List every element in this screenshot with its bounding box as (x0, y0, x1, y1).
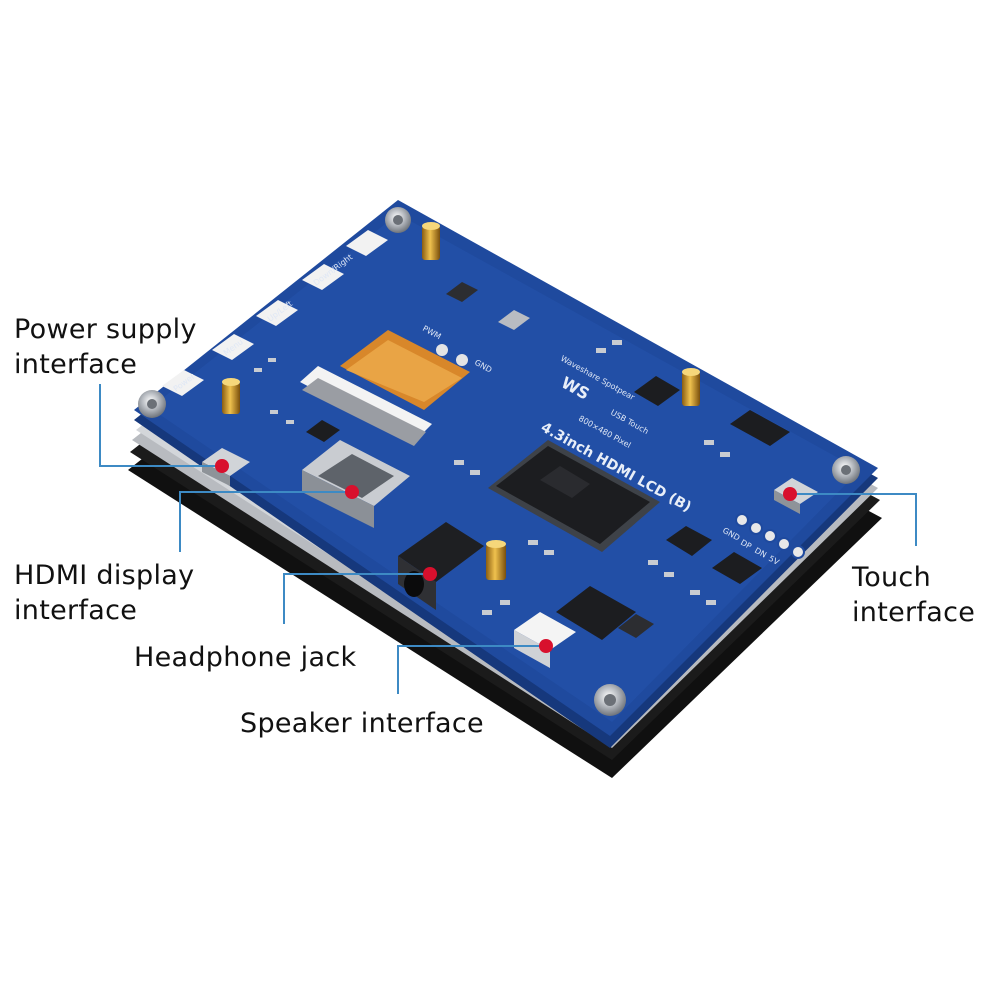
marker-headphone (423, 567, 437, 581)
brass-standoffs (222, 222, 700, 580)
leader-headphone (283, 573, 430, 624)
pad-gnd (456, 354, 468, 366)
jack-socket (404, 571, 424, 597)
leader-power (99, 384, 222, 467)
smd-8 (664, 572, 674, 577)
ic-edge (730, 410, 790, 446)
smd-7 (648, 560, 658, 565)
usb-touch-front (774, 490, 800, 514)
speaker-header (514, 612, 576, 650)
header-down (302, 264, 344, 290)
pin-hole-5 (791, 545, 805, 559)
brass-1 (422, 226, 440, 260)
label-hdmi-display-interface: HDMI display interface (14, 560, 195, 626)
brass-4-top (486, 540, 506, 548)
smd-12 (500, 600, 510, 605)
marker-power (215, 459, 229, 473)
brass-3 (682, 372, 700, 406)
ic-audio (556, 586, 636, 640)
smd-13 (596, 348, 606, 353)
brass-1-top (422, 222, 440, 230)
standoffs (138, 207, 860, 716)
smd-11 (482, 610, 492, 615)
marker-hdmi (345, 485, 359, 499)
small-ics (306, 282, 790, 640)
smd-5 (528, 540, 538, 545)
label-headphone-jack: Headphone jack (134, 642, 357, 673)
brass-2 (222, 382, 240, 414)
standoff-right-hole (841, 465, 851, 475)
pad-pwm (436, 344, 448, 356)
marker-touch (783, 487, 797, 501)
inductor-2 (446, 282, 478, 302)
fpc-socket-shadow (302, 378, 426, 446)
speaker-connector (514, 612, 576, 668)
smd-10 (706, 600, 716, 605)
label-power-supply-interface: Power supply interface (14, 314, 197, 380)
smd-14 (612, 340, 622, 345)
brass-2-top (222, 378, 240, 386)
chip-logo (540, 466, 590, 498)
header-power (162, 370, 204, 396)
brass-3-top (682, 368, 700, 376)
header-menu (212, 334, 254, 360)
smd-2 (286, 420, 294, 424)
standoff-left-hole (147, 399, 157, 409)
smd-4 (470, 470, 480, 475)
smd-15 (704, 440, 714, 445)
inductor-3 (618, 614, 654, 638)
ic-small-3 (306, 420, 340, 442)
ic-touch (712, 552, 762, 584)
smd-9 (690, 590, 700, 595)
fpc-ribbon (300, 330, 470, 446)
speaker-header-front (514, 630, 550, 668)
pin-hole-1 (735, 513, 749, 527)
leader-lines (99, 384, 917, 694)
hdmi-front (302, 470, 374, 528)
markers (215, 459, 797, 653)
leader-touch (790, 493, 917, 546)
smd-6 (544, 550, 554, 555)
header-up (256, 300, 298, 326)
main-chip (488, 440, 660, 552)
smd-1 (270, 410, 278, 414)
headphone-jack (398, 522, 484, 610)
hdmi-port (302, 440, 410, 528)
pin-header (735, 513, 805, 559)
smd-16 (720, 452, 730, 457)
inductor (498, 310, 530, 330)
brass-4 (486, 544, 506, 580)
test-pads (436, 344, 468, 366)
ribbon-highlight (346, 340, 462, 402)
leader-speaker (397, 645, 546, 694)
smd-3 (454, 460, 464, 465)
marker-speaker (539, 639, 553, 653)
hdmi-opening (318, 454, 394, 498)
pin-hole-3 (763, 529, 777, 543)
standoff-front-hole (604, 694, 616, 706)
pcb-sheen (150, 214, 860, 722)
jack-body (398, 522, 484, 582)
label-touch-interface: Touch interface (852, 562, 976, 628)
smd-components (254, 340, 730, 615)
leader-hdmi (179, 491, 352, 552)
standoff-back-hole (393, 215, 403, 225)
label-speaker-interface: Speaker interface (240, 708, 484, 739)
pin-hole-2 (749, 521, 763, 535)
button-headers (162, 230, 388, 396)
ic-small-2 (634, 376, 680, 406)
smd-18 (268, 358, 276, 362)
pin-hole-4 (777, 537, 791, 551)
smd-17 (254, 368, 262, 372)
ic-small-1 (666, 526, 712, 556)
usb-power-front (202, 462, 230, 486)
header-extra (346, 230, 388, 256)
